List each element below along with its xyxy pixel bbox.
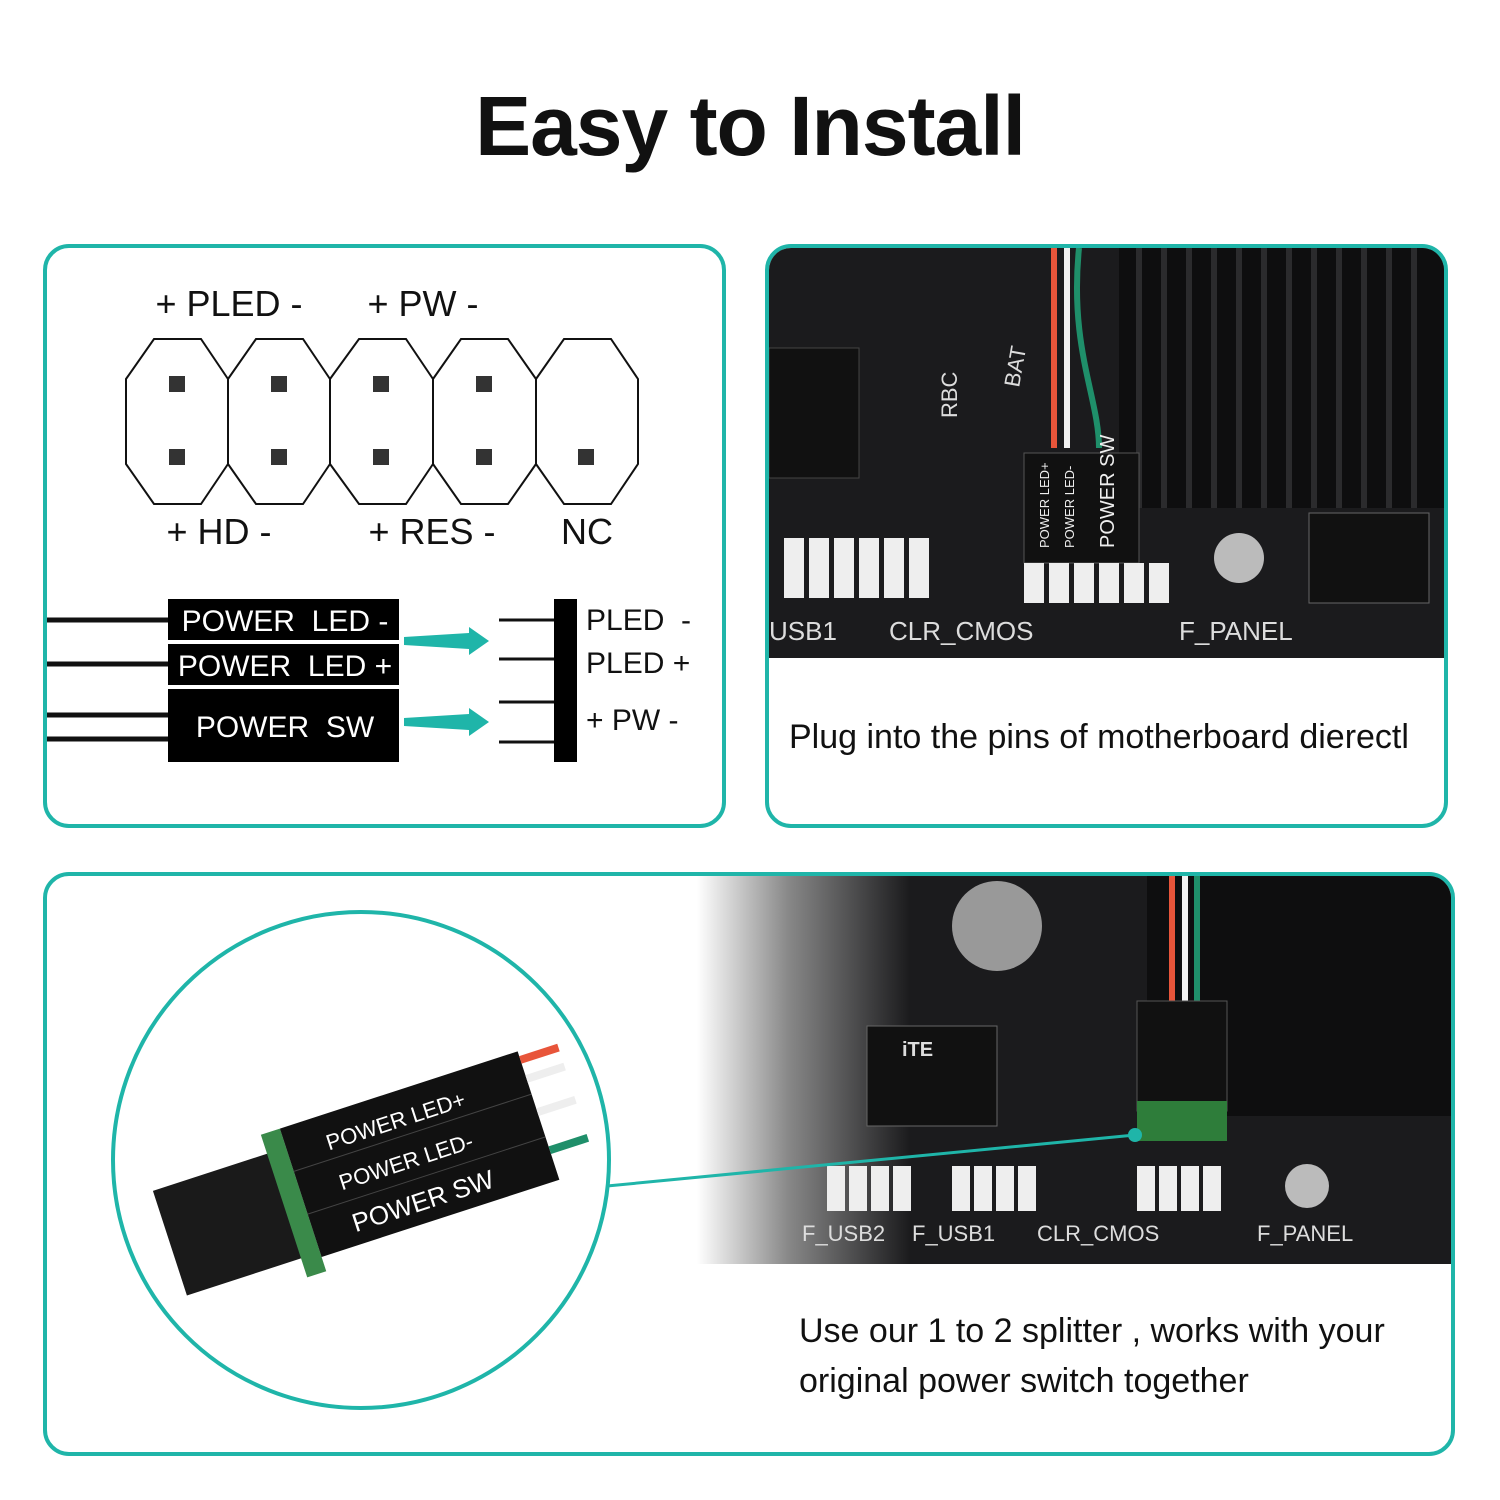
silkscreen-clr-cmos: CLR_CMOS (1037, 1221, 1159, 1246)
cable-label-power-led-plus: POWER LED + (178, 650, 392, 683)
label-nc: NC (561, 511, 613, 552)
cable-label-box (168, 644, 399, 685)
label-pled: + PLED - (155, 283, 302, 324)
chip-logo: iTE (902, 1039, 933, 1061)
silkscreen-f-usb1: F_USB1 (912, 1221, 995, 1246)
silkscreen-f-panel: F_PANEL (1179, 616, 1293, 646)
pin-octagon (535, 338, 639, 505)
label-pw: + PW - (367, 283, 478, 324)
caption-plug-in: Plug into the pins of motherboard dierec… (789, 718, 1409, 756)
pin-octagon (329, 338, 434, 505)
silkscreen-clr-cmos: CLR_CMOS (889, 616, 1033, 646)
cable-label-power-led-minus: POWER LED - (182, 605, 389, 638)
connector-label: POWER SW (1097, 435, 1119, 548)
pin-diagram: + PLED - + PW - + HD - + RES - NC POWER … (47, 283, 691, 762)
motherboard-photo: USB1 CLR_CMOS F_PANEL BAT RBC POWER LED+… (769, 248, 1444, 658)
header-pins (499, 618, 554, 744)
caption-splitter: Use our 1 to 2 splitter , works with you… (799, 1306, 1385, 1406)
pin-octagon (432, 338, 537, 505)
motherboard-panel: USB1 CLR_CMOS F_PANEL BAT RBC POWER LED+… (765, 244, 1448, 828)
silkscreen-f-panel: F_PANEL (1257, 1221, 1353, 1246)
silkscreen-rbc: RBC (937, 371, 962, 418)
header-bar (554, 599, 577, 762)
page-title: Easy to Install (475, 79, 1026, 173)
splitter-connector (279, 1051, 560, 1257)
cable-label-box (168, 599, 399, 640)
splitter-panel: iTE F_USB2 F_USB1 CLR_CMOS F_PANEL (43, 872, 1455, 1456)
header-label-pled-plus: PLED + (586, 647, 690, 680)
arrow-icon (404, 627, 489, 736)
connector-label: POWER LED- (1062, 466, 1077, 548)
cable-wires (47, 617, 169, 742)
pin-octagons (125, 338, 639, 505)
pin-octagon (125, 338, 229, 505)
splitter-body (152, 1150, 311, 1296)
header-label-pw: + PW - (586, 704, 679, 737)
connector-label: POWER LED+ (1037, 462, 1052, 548)
label-res: + RES - (368, 511, 495, 552)
splitter-closeup: POWER LED+ POWER LED- POWER SW (111, 910, 611, 1410)
header-label-pled-minus: PLED - (586, 604, 691, 637)
motherboard-photo-2: iTE F_USB2 F_USB1 CLR_CMOS F_PANEL (697, 876, 1451, 1264)
pin-diagram-panel: + PLED - + PW - + HD - + RES - NC POWER … (43, 244, 726, 828)
caption-line: original power switch together (799, 1362, 1249, 1400)
pins (169, 376, 594, 465)
silkscreen-bat: BAT (999, 344, 1031, 389)
silkscreen-f-usb2: F_USB2 (802, 1221, 885, 1246)
caption-line: Use our 1 to 2 splitter , works with you… (799, 1312, 1385, 1350)
label-hd: + HD - (166, 511, 271, 552)
silkscreen-usb1: USB1 (769, 616, 837, 646)
pin-octagon (227, 338, 331, 505)
cable-label-power-sw: POWER SW (196, 711, 375, 744)
cable-label-box (168, 689, 399, 762)
